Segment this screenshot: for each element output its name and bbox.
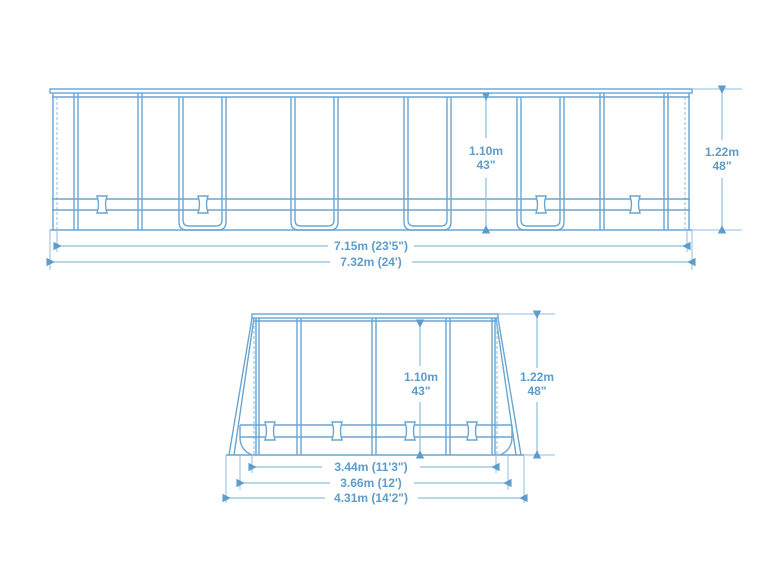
end-inner-width-dimension: 3.44m (11'3") xyxy=(248,460,500,474)
side-outer-height-metric: 1.22m xyxy=(705,145,739,159)
side-inner-height-dimension: 1.10m 43" xyxy=(469,92,503,234)
end-inner-height-dimension: 1.10m 43" xyxy=(404,319,438,459)
side-inner-height-imperial: 43" xyxy=(476,158,495,172)
end-view-extension-lines xyxy=(225,313,555,503)
side-view-u-legs xyxy=(178,97,565,231)
side-view-uprights xyxy=(52,93,690,230)
end-total-width-dimension: 4.31m (14'2") xyxy=(222,491,528,505)
side-outer-height-imperial: 48" xyxy=(712,159,731,173)
side-outer-length-label: 7.32m (24') xyxy=(340,255,402,269)
side-inner-length-label: 7.15m (23'5") xyxy=(334,239,408,253)
side-view-pool-frame xyxy=(49,88,693,231)
end-total-width-label: 4.31m (14'2") xyxy=(334,491,408,505)
end-inner-height-imperial: 43" xyxy=(411,384,430,398)
end-inner-width-label: 3.44m (11'3") xyxy=(334,460,407,474)
end-view-liner-band xyxy=(239,421,513,456)
end-outer-width-label: 3.66m (12') xyxy=(340,476,402,490)
end-view-pool-frame xyxy=(226,313,524,456)
end-inner-height-metric: 1.10m xyxy=(404,370,438,384)
end-outer-height-dimension: 1.22m 48" xyxy=(520,310,554,459)
side-inner-length-dimension: 7.15m (23'5") xyxy=(53,239,691,253)
end-view-uprights xyxy=(253,318,498,455)
end-outer-height-metric: 1.22m xyxy=(520,370,554,384)
end-outer-height-imperial: 48" xyxy=(527,384,546,398)
side-outer-height-dimension: 1.22m 48" xyxy=(705,85,739,234)
side-view-liner-band xyxy=(52,195,690,214)
end-outer-width-dimension: 3.66m (12') xyxy=(236,476,512,490)
side-outer-length-dimension: 7.32m (24') xyxy=(46,255,696,269)
side-inner-height-metric: 1.10m xyxy=(469,144,503,158)
